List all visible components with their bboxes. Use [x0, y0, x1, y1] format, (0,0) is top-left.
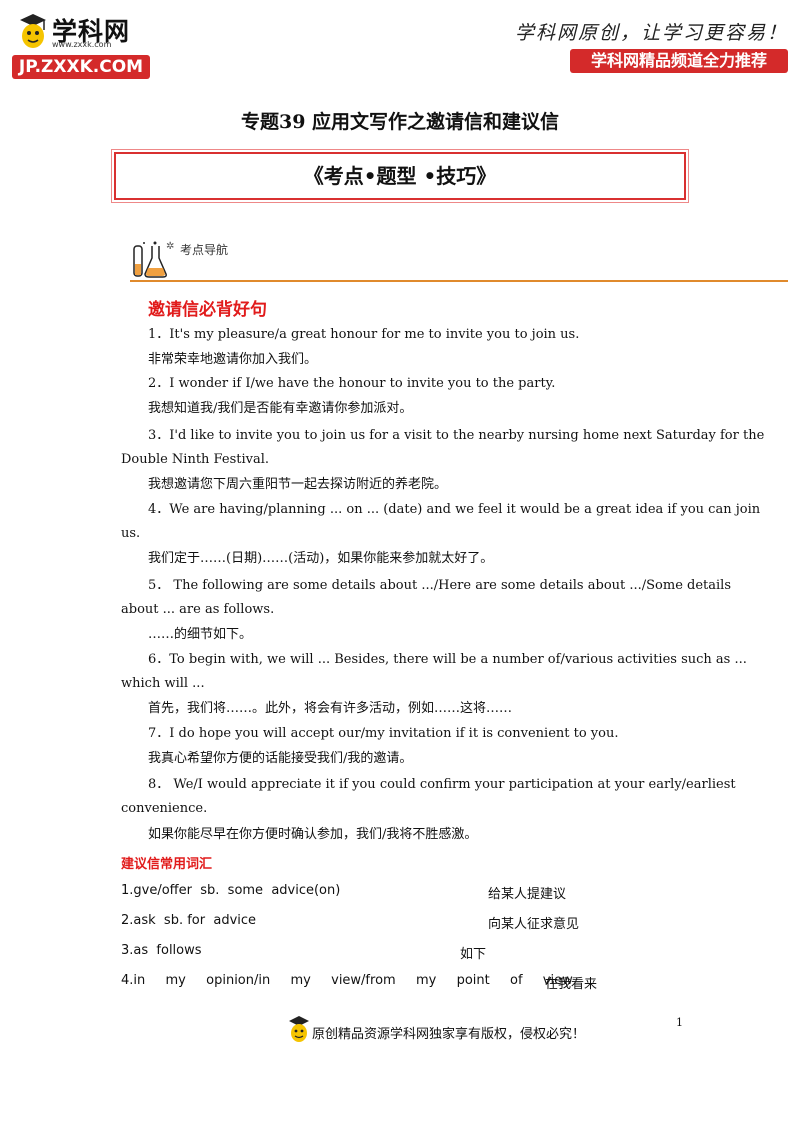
lab-flask-icon [130, 240, 170, 280]
vocab-en: 3.as follows [121, 943, 202, 958]
sentence-cn: 我想邀请您下周六重阳节一起去探访附近的养老院。 [148, 477, 448, 492]
sentence-cn: ……的细节如下。 [148, 627, 253, 642]
sentence-en: 1．It's my pleasure/a great honour for me… [148, 327, 580, 342]
slogan: 学科网原创，让学习更容易！ [514, 22, 788, 44]
vocab-en: 1.gve/offer sb. some advice(on) [121, 883, 341, 898]
logo-text: 学科网 [52, 17, 131, 46]
sentence-en: 3．I'd like to invite you to join us for … [148, 428, 765, 443]
sentence-en-cont: which will ... [121, 676, 205, 691]
sentence-en: 4．We are having/planning ... on ... (dat… [148, 502, 761, 517]
vocab-cn: 在我看来 [545, 977, 598, 992]
sentence-cn: 我真心希望你方便的话能接受我们/我的邀请。 [148, 751, 413, 766]
sentence-en: 8． We/I would appreciate it if you could… [148, 777, 736, 792]
copyright-notice: 原创精品资源学科网独家享有版权，侵权必究！ [312, 1027, 586, 1042]
sentence-en: 7．I do hope you will accept our/my invit… [148, 726, 619, 741]
section-title: 邀请信必背好句 [148, 300, 267, 320]
sentence-en-cont: about ... are as follows. [121, 602, 275, 617]
sentence-cn: 非常荣幸地邀请你加入我们。 [148, 352, 318, 367]
vocab-cn: 给某人提建议 [488, 887, 567, 902]
nav-divider [130, 280, 788, 282]
sentence-en-cont: convenience. [121, 801, 208, 816]
page-number: 1 [676, 1016, 683, 1029]
vocab-cn: 向某人征求意见 [488, 917, 580, 932]
sentence-en: 6．To begin with, we will ... Besides, th… [148, 652, 747, 667]
vocab-cn: 如下 [460, 947, 487, 962]
sentence-cn: 我想知道我/我们是否能有幸邀请你参加派对。 [148, 401, 413, 416]
sentence-en-cont: us. [121, 526, 141, 541]
site-badge[interactable]: JP.ZXXK.COM [12, 55, 150, 79]
nav-label: 考点导航 [180, 243, 229, 257]
footer-mascot-icon [287, 1014, 311, 1044]
sentence-en: 2．I wonder if I/we have the honour to in… [148, 376, 556, 391]
logo-url: www.zxxk.com [52, 40, 112, 49]
sentence-cn: 我们定于……(日期)……(活动)，如果你能来参加就太好了。 [148, 551, 494, 566]
recommend-badge: 学科网精品频道全力推荐 [570, 49, 788, 73]
logo-mascot-icon [16, 10, 50, 50]
sentence-en: 5． The following are some details about … [148, 578, 732, 593]
sentence-en-cont: Double Ninth Festival. [121, 452, 270, 467]
sentence-cn: 首先，我们将……。此外，将会有许多活动，例如……这将…… [148, 701, 513, 716]
topic-box-title: 《考点•题型 •技巧》 [303, 164, 497, 188]
vocab-en: 4.in my opinion/in my view/from my point… [121, 973, 573, 988]
topic-box: 《考点•题型 •技巧》 [111, 149, 689, 203]
vocab-title: 建议信常用词汇 [121, 857, 213, 872]
sparkle-icon: ✲ [166, 241, 175, 252]
vocab-en: 2.ask sb. for advice [121, 913, 257, 928]
sentence-cn: 如果你能尽早在你方便时确认参加，我们/我将不胜感激。 [148, 827, 478, 842]
page-title: 专题39 应用文写作之邀请信和建议信 [240, 111, 560, 133]
